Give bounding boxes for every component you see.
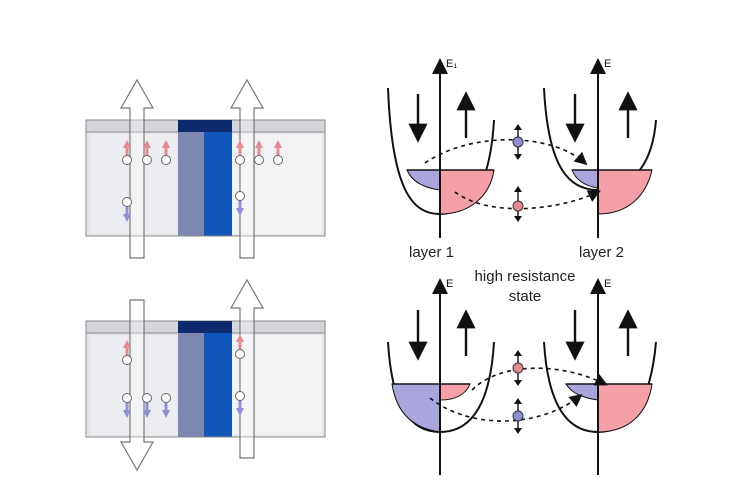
dos-down-layer2 xyxy=(571,169,599,189)
band-diagram-bottom xyxy=(387,278,657,475)
spin-group-bottom xyxy=(122,334,245,418)
magnetization-arrow-right-bottom xyxy=(229,278,265,459)
layer1-label: layer 1 xyxy=(409,244,455,261)
dos-up-layer2 xyxy=(597,169,653,215)
dos-down-layer2 xyxy=(565,383,599,401)
electron-dot-icon xyxy=(512,186,524,222)
energy-axis-label: E₁ xyxy=(446,58,458,70)
spin-up-icon xyxy=(122,340,132,365)
spin-up-icon xyxy=(273,140,283,165)
energy-axis-label: E xyxy=(446,278,454,290)
barrier-light xyxy=(178,321,204,437)
magnetization-arrow-left-bottom xyxy=(119,299,155,472)
dos-down-layer1 xyxy=(406,169,441,191)
barrier-dark xyxy=(204,321,232,437)
state-label-line1: high resistance xyxy=(474,268,576,285)
energy-axis-label: E xyxy=(604,58,612,70)
dos-up-layer1 xyxy=(439,169,495,215)
spin-down-icon xyxy=(235,391,245,416)
spin-up-icon xyxy=(122,140,132,165)
magnetization-arrow-right-top xyxy=(229,78,265,259)
barrier-light xyxy=(178,120,204,236)
spin-down-icon xyxy=(235,191,245,216)
energy-axis-label: E xyxy=(604,278,612,290)
electron-dot-icon xyxy=(512,350,524,386)
spin-up-icon xyxy=(161,140,171,165)
barrier-dark xyxy=(204,120,232,236)
electron-dot-icon xyxy=(512,124,524,160)
mtj-block-bottom xyxy=(85,320,326,438)
tunnel-path-up xyxy=(454,190,601,210)
layer2-label: layer 2 xyxy=(579,244,625,261)
dos-up-layer1 xyxy=(439,383,471,401)
spin-down-icon xyxy=(161,393,171,418)
barrier-top xyxy=(178,120,232,132)
electron-dot-icon xyxy=(512,398,524,434)
state-label-line2: state xyxy=(508,288,542,305)
barrier-top xyxy=(178,321,232,333)
spin-up-icon xyxy=(235,334,245,359)
spin-up-icon xyxy=(254,140,264,165)
band-diagram-top xyxy=(387,58,657,238)
spin-group-top xyxy=(122,140,283,222)
spin-down-icon xyxy=(142,393,152,418)
tunnel-path-down xyxy=(429,394,583,422)
tunnel-path-up xyxy=(471,367,608,391)
dos-up-layer2 xyxy=(597,383,653,433)
spin-up-icon xyxy=(235,140,245,165)
spin-down-icon xyxy=(122,393,132,418)
spin-down-icon xyxy=(122,197,132,222)
magnetization-arrow-left-top xyxy=(119,78,155,259)
mtj-block-top xyxy=(85,119,326,237)
spin-up-icon xyxy=(142,140,152,165)
tunnel-path-down xyxy=(424,138,588,166)
